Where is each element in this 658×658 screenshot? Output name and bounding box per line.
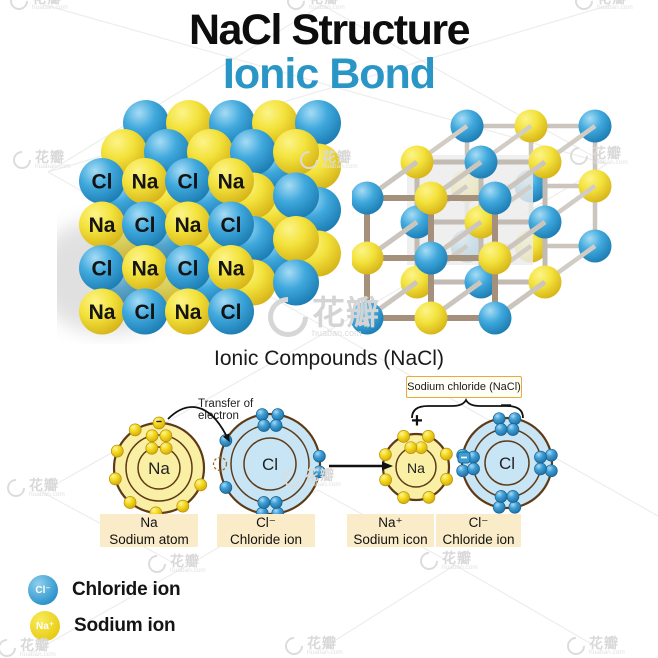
atom-caption-line2: Sodium icon [353, 531, 428, 547]
atom-caption-line2: Chloride ion [442, 531, 515, 547]
page-subtitle: Ionic Bond [222, 50, 436, 98]
legend-label: Sodium ion [74, 615, 176, 636]
svg-text:Na: Na [132, 258, 159, 281]
svg-text:Na: Na [407, 460, 425, 476]
atom-caption-line1: Na [140, 515, 158, 530]
page-title: NaCl Structure [188, 6, 471, 54]
svg-text:+: + [411, 410, 423, 432]
svg-text:Cl: Cl [135, 301, 156, 324]
svg-text:Cl: Cl [221, 214, 242, 237]
svg-text:Na: Na [218, 258, 245, 281]
sodium-sphere-icon: Na⁺ [30, 611, 60, 641]
svg-text:Na: Na [175, 301, 202, 324]
atom-caption-chloride-ion-1: Cl⁻ Chloride ion [217, 514, 315, 547]
legend-sphere-symbol: Na⁺ [35, 620, 55, 632]
atom-caption-line1: Na⁺ [378, 515, 403, 530]
ball-stick-lattice-model [352, 109, 612, 335]
svg-text:Na: Na [89, 301, 116, 324]
atom-caption-line2: Sodium atom [109, 531, 189, 547]
svg-text:Transfer of: Transfer of [198, 398, 254, 410]
atom-caption-sodium-ion: Na⁺ Sodium icon [347, 514, 434, 547]
atom-caption-chloride-ion-2: Cl⁻ Chloride ion [436, 514, 521, 547]
atom-caption-line2: Chloride ion [229, 531, 303, 547]
svg-text:Cl: Cl [92, 258, 113, 281]
atom-caption-sodium-atom: Na Sodium atom [100, 514, 198, 547]
svg-text:Na: Na [148, 459, 170, 478]
svg-text:Na: Na [218, 171, 245, 194]
svg-text:Na: Na [89, 214, 116, 237]
legend-item-chloride: Cl⁻ Chloride ion [28, 575, 181, 605]
svg-text:Cl: Cl [135, 214, 156, 237]
svg-text:electron: electron [198, 410, 239, 422]
atom-caption-line1: Cl⁻ [468, 515, 489, 530]
sodium-chloride-callout: Sodium chloride (NaCl) [406, 376, 522, 398]
svg-text:Cl: Cl [499, 454, 515, 473]
legend-label: Chloride ion [72, 579, 181, 600]
svg-text:Cl: Cl [178, 171, 199, 194]
svg-text:Na: Na [175, 214, 202, 237]
svg-text:Cl: Cl [178, 258, 199, 281]
svg-text:Cl: Cl [92, 171, 113, 194]
legend-item-sodium: Na⁺ Sodium ion [30, 611, 176, 641]
svg-text:Cl: Cl [221, 301, 242, 324]
svg-text:Na: Na [132, 171, 159, 194]
chloride-sphere-icon: Cl⁻ [28, 575, 58, 605]
atom-caption-line1: Cl⁻ [256, 515, 276, 530]
lattice-caption: Ionic Compounds (NaCl) [214, 347, 444, 370]
legend-sphere-symbol: Cl⁻ [35, 584, 51, 596]
svg-text:Cl: Cl [262, 455, 278, 474]
